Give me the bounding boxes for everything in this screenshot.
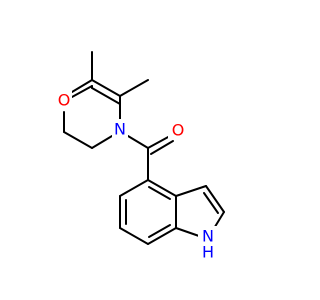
bond-c6-c7 <box>119 227 149 245</box>
bond-c7-c7a-inner <box>148 224 171 238</box>
indole-n-label: N <box>202 227 214 246</box>
structure-drawing: O N O N H <box>56 51 225 262</box>
carbonyl-oxygen-label: O <box>172 121 185 140</box>
bond-carbonyl-o-2 <box>150 140 174 155</box>
bond-c4-c5 <box>119 179 149 197</box>
ring-oxygen-label: O <box>58 91 71 110</box>
bond-ch2-ch2 <box>63 131 93 149</box>
bond-c3a-c4 <box>147 179 177 197</box>
bond-c3-methyl <box>119 79 149 97</box>
bond-c3a-c4-inner <box>148 186 171 200</box>
bond-c3-c2-inner <box>203 192 219 214</box>
bond-c7-c7a <box>147 227 177 245</box>
bond-n-ch2 <box>91 135 113 149</box>
bond-c2-c3-main <box>91 79 121 97</box>
bond-carbonyl-o-1 <box>147 135 171 149</box>
indole-h-label: H <box>202 243 214 262</box>
indole-nh-bg <box>198 226 218 258</box>
ring-oxygen-bg <box>56 89 72 109</box>
bond-o-c2 <box>71 79 93 93</box>
bond-o-ch2-top <box>71 85 93 98</box>
bond-c3a-c3 <box>175 185 207 197</box>
ring-nitrogen-label: N <box>114 120 126 139</box>
ring-nitrogen-bg <box>112 119 128 139</box>
carbonyl-oxygen-bg <box>168 120 184 140</box>
bond-c3-c2 <box>205 185 225 213</box>
bond-n-carbonyl <box>127 135 149 149</box>
bond-n1-c7a <box>175 227 200 237</box>
molecule-structure: O N O N H <box>56 51 225 262</box>
bond-c2-c3 <box>91 87 121 105</box>
